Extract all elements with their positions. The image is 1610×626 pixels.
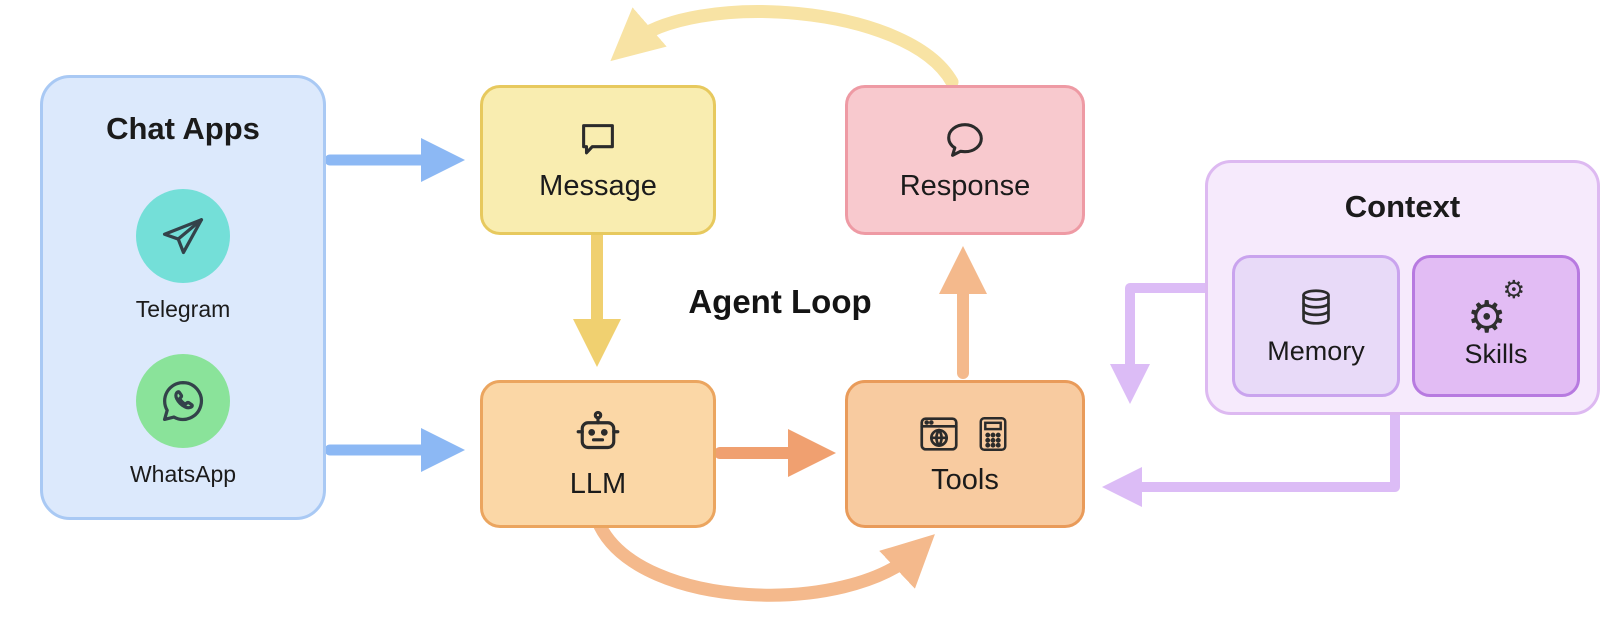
memory-node: Memory — [1232, 255, 1400, 397]
browser-globe-icon — [920, 417, 958, 451]
llm-node: LLM — [480, 380, 716, 528]
gear-small-icon: ⚙ — [1502, 276, 1525, 304]
llm-label: LLM — [569, 468, 627, 500]
tools-icons — [916, 411, 1014, 457]
tools-label: Tools — [931, 464, 999, 496]
arrow-context-to-tools-top — [1110, 283, 1213, 404]
whatsapp-icon — [136, 354, 230, 448]
memory-label: Memory — [1267, 336, 1365, 366]
context-title: Context — [1344, 189, 1461, 224]
message-node: Message — [480, 85, 716, 235]
response-label: Response — [899, 170, 1031, 202]
telegram-label: Telegram — [135, 296, 231, 322]
whatsapp-item: WhatsApp — [43, 354, 323, 488]
telegram-icon — [136, 189, 230, 283]
database-icon — [1293, 285, 1339, 331]
chat-apps-group: Chat Apps Telegram WhatsApp — [40, 75, 326, 520]
response-node: Response — [845, 85, 1085, 235]
telegram-item: Telegram — [43, 189, 323, 323]
arrow-llm-to-tools-arc — [593, 519, 935, 602]
robot-icon — [571, 407, 625, 461]
square-speech-bubble-icon — [575, 117, 621, 163]
context-group: Context Memory ⚙ ⚙ Skills — [1205, 160, 1600, 415]
skills-node: ⚙ ⚙ Skills — [1412, 255, 1580, 397]
calculator-icon — [979, 417, 1007, 451]
agent-loop-label: Agent Loop — [688, 283, 872, 320]
tools-node: Tools — [845, 380, 1085, 528]
chat-apps-title: Chat Apps — [106, 111, 260, 146]
skills-label: Skills — [1464, 339, 1528, 369]
message-label: Message — [539, 170, 657, 202]
gears-icon: ⚙ ⚙ — [1467, 278, 1525, 340]
arrow-response-to-message-arc — [610, 5, 959, 89]
round-speech-bubble-icon — [942, 117, 988, 163]
arrow-context-to-tools-right — [1102, 407, 1400, 507]
gear-large-icon: ⚙ — [1467, 293, 1507, 342]
whatsapp-label: WhatsApp — [129, 461, 237, 487]
